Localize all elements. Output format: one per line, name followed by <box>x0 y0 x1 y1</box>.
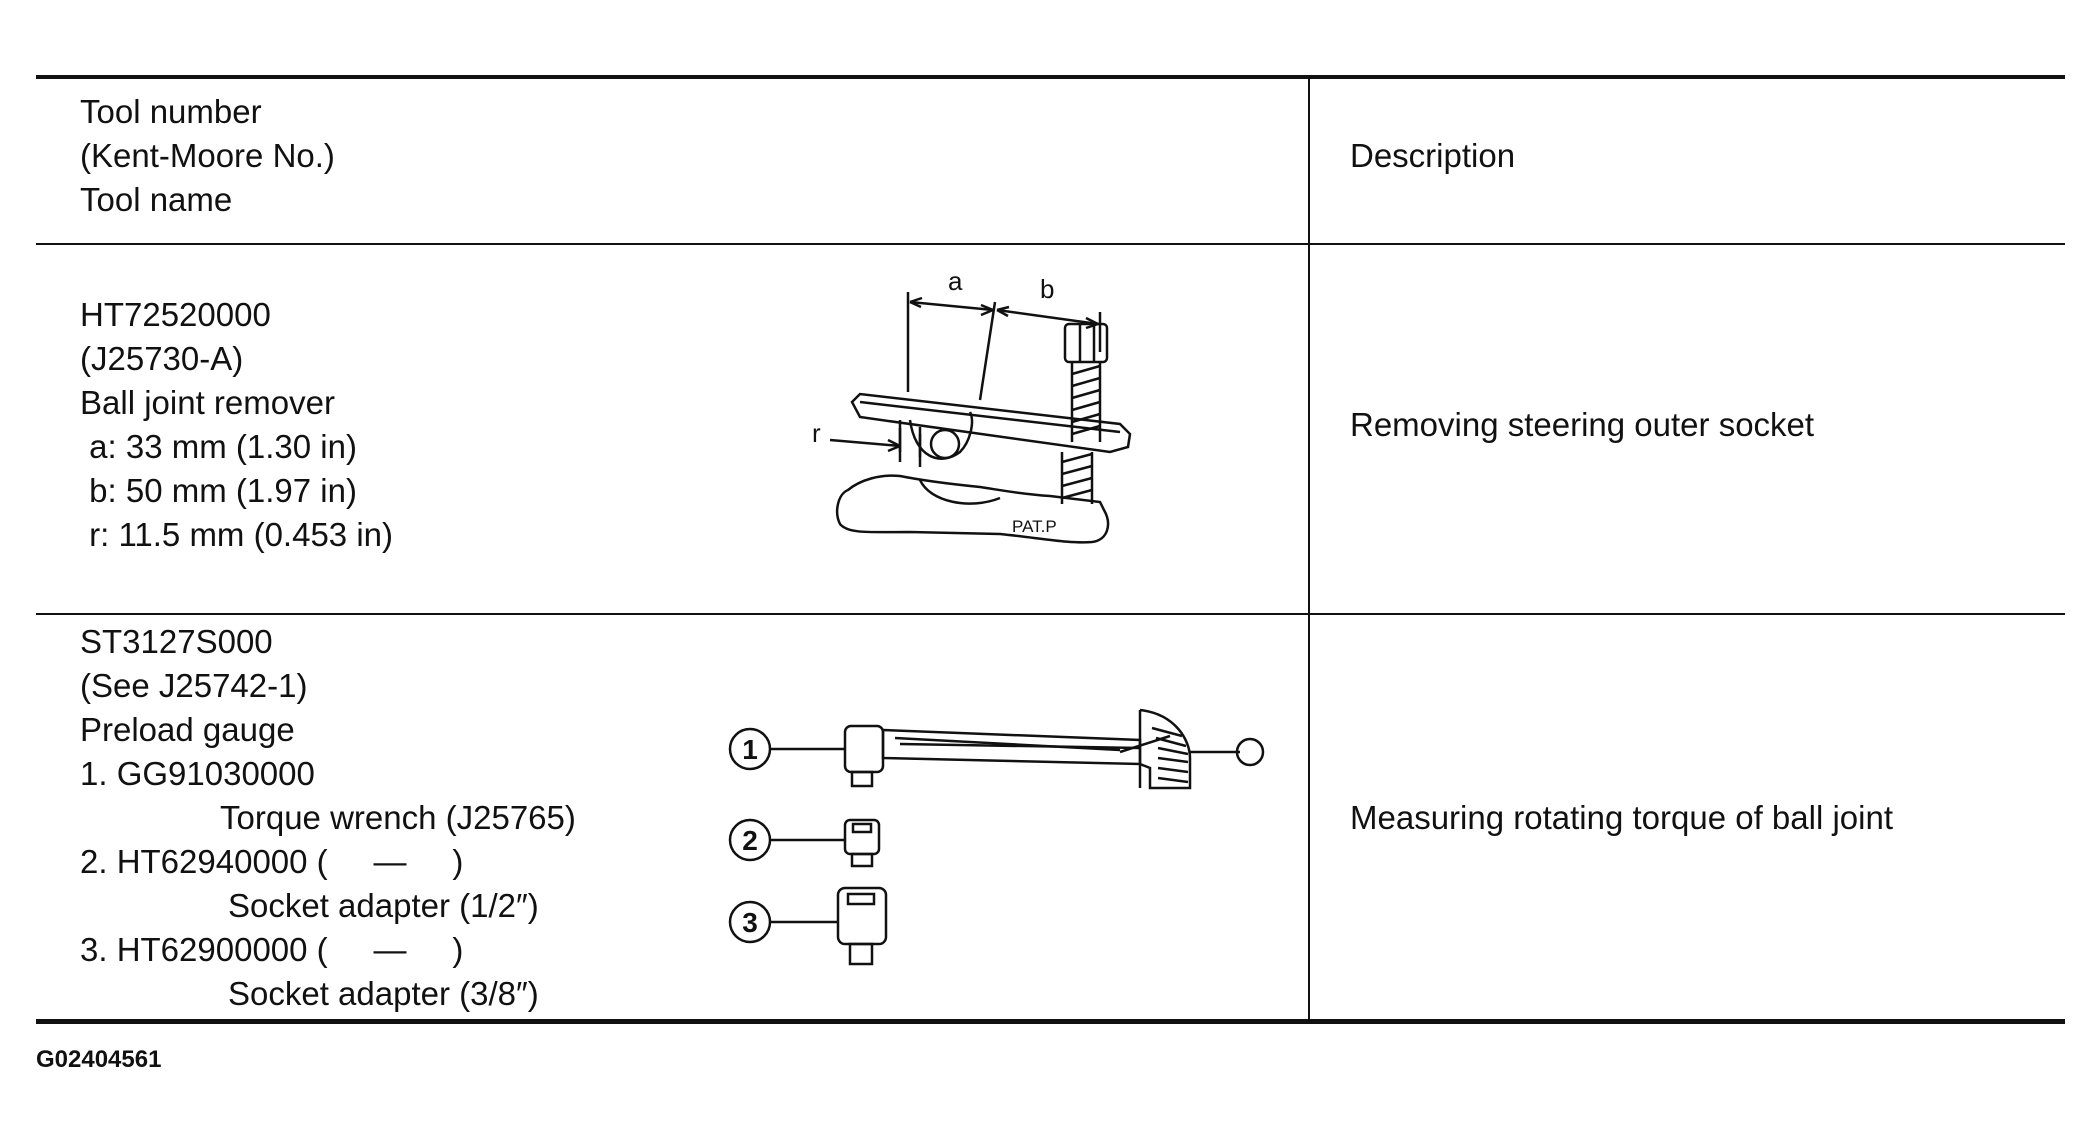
item-1-name: Torque wrench (J25765) <box>220 799 576 836</box>
row-divider <box>36 613 2065 615</box>
tool-name: Ball joint remover <box>80 384 335 421</box>
callout-1: 1 <box>742 734 758 765</box>
dimension-label-b: b <box>1040 274 1054 304</box>
tool-number: ST3127S000 <box>80 623 273 660</box>
row-ball-joint-remover: HT72520000 (J25730-A) Ball joint remover… <box>80 293 393 557</box>
kent-moore-number: (J25730-A) <box>80 340 244 377</box>
column-divider <box>1308 77 1310 1021</box>
callout-3: 3 <box>742 907 758 938</box>
dimension-label-r: r <box>812 418 821 448</box>
header-description: Description <box>1350 137 1516 174</box>
callout-2: 2 <box>742 825 758 856</box>
tool-name: Preload gauge <box>80 711 295 748</box>
row-preload-gauge: ST3127S000 (See J25742-1) Preload gauge … <box>80 620 576 1016</box>
description-ball-joint-remover: Removing steering outer socket <box>1350 406 1815 443</box>
description-preload-gauge: Measuring rotating torque of ball joint <box>1350 799 1893 836</box>
item-2-name: Socket adapter (1/2″) <box>228 887 539 924</box>
kent-moore-number: (See J25742-1) <box>80 667 308 704</box>
patent-stamp: PAT.P <box>1012 517 1057 536</box>
spec-a: a: 33 mm (1.30 in) <box>80 428 357 465</box>
tool-number: HT72520000 <box>80 296 271 333</box>
table-top-rule <box>36 75 2065 79</box>
header-tool-name: Tool name <box>80 181 233 218</box>
table-bottom-rule <box>36 1019 2065 1024</box>
item-1-number: 1. GG91030000 <box>80 755 315 792</box>
spec-r: r: 11.5 mm (0.453 in) <box>80 516 394 553</box>
ball-joint-remover-illustration: a b r PAT.P <box>812 266 1132 544</box>
item-3-number: 3. HT62900000 ( — ) <box>80 931 464 968</box>
figure-code: G02404561 <box>36 1046 162 1073</box>
item-2-number: 2. HT62940000 ( — ) <box>80 843 464 880</box>
preload-gauge-illustration: 1 2 3 <box>728 708 1265 966</box>
header-kent-moore: (Kent-Moore No.) <box>80 137 335 174</box>
header-tool-column: Tool number (Kent-Moore No.) Tool name <box>80 90 335 222</box>
dimension-label-a: a <box>948 266 963 296</box>
item-3-name: Socket adapter (3/8″) <box>228 975 539 1012</box>
spec-b: b: 50 mm (1.97 in) <box>80 472 357 509</box>
header-bottom-rule <box>36 243 2065 245</box>
header-tool-number: Tool number <box>80 93 262 130</box>
